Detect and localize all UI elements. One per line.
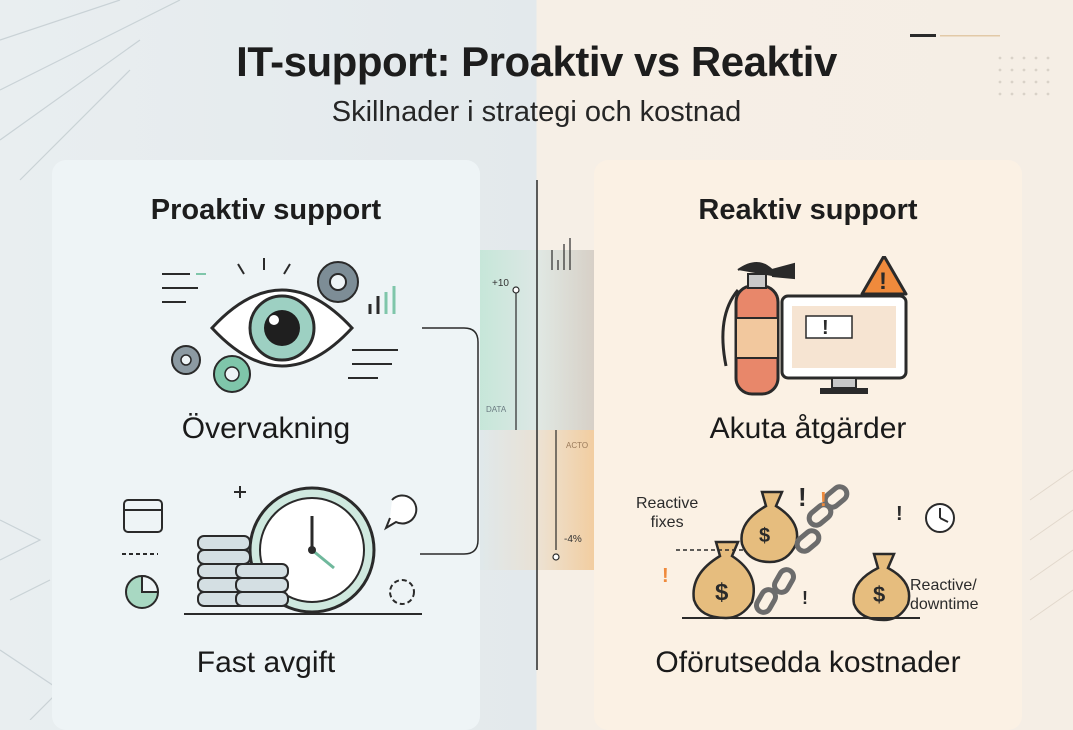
center-plus-label: +10: [492, 278, 509, 289]
feature-label-monitoring: Övervakning: [181, 412, 351, 445]
svg-text:!: !: [662, 565, 669, 587]
note-reactive-downtime: Reactive/ downtime: [910, 577, 979, 613]
svg-text:!: !: [820, 489, 827, 511]
svg-text:!: !: [879, 268, 887, 295]
svg-text:$: $: [873, 582, 885, 607]
feature-label-fixed-fee: Fast avgift: [196, 646, 336, 679]
reactive-panel: Reaktiv support ! ! Akuta åtgärder React…: [594, 160, 1022, 730]
note-reactive-fixes: Reactive fixes: [636, 495, 699, 531]
eye-monitoring-icon: [162, 258, 398, 393]
money-bags-broken-chain-icon: $ $ $ !!! ! !: [662, 482, 955, 622]
svg-text:$: $: [715, 579, 729, 606]
proactive-panel: Proaktiv support Övervakning: [52, 160, 480, 730]
svg-text:$: $: [759, 525, 770, 547]
center-acto-label: ACTO: [566, 441, 588, 450]
page-subtitle: Skillnader i strategi och kostnad: [331, 96, 742, 128]
svg-text:!: !: [822, 317, 829, 339]
svg-text:!: !: [896, 503, 903, 525]
center-connector: +10 DATA ACTO -4%: [480, 180, 594, 670]
center-minus-label: -4%: [564, 534, 582, 545]
feature-label-urgent-actions: Akuta åtgärder: [709, 412, 907, 445]
clock-and-coins-icon: [122, 486, 422, 615]
svg-text:!: !: [802, 588, 808, 608]
svg-text:!: !: [798, 482, 807, 512]
page-title: IT-support: Proaktiv vs Reaktiv: [236, 38, 837, 85]
feature-label-unexpected-costs: Oförutsedda kostnader: [655, 646, 961, 679]
proactive-heading: Proaktiv support: [150, 194, 382, 226]
center-data-label: DATA: [486, 405, 507, 414]
fire-extinguisher-warning-icon: ! !: [721, 256, 908, 396]
reactive-heading: Reaktiv support: [698, 194, 918, 226]
